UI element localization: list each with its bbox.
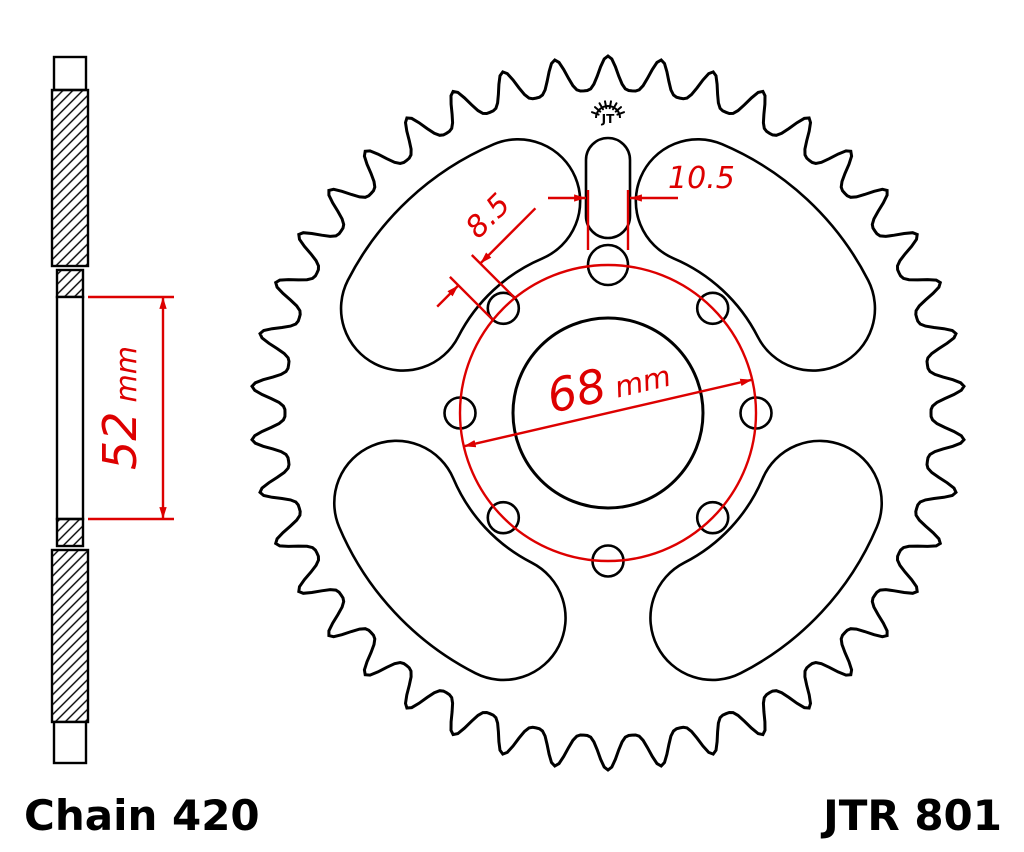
logo-text: JT <box>601 112 615 126</box>
side-tooth-top <box>52 55 88 92</box>
bolt-circle-red <box>458 263 758 563</box>
side-web-top-section <box>55 268 85 299</box>
chain-size-label: Chain 420 <box>24 791 260 840</box>
lightening-cutout <box>332 439 567 682</box>
lightening-cutout <box>649 439 884 682</box>
dim-68-value: 68 <box>542 358 611 424</box>
dim-85-arrow-b <box>479 207 537 265</box>
dim-52-label: 52 mm <box>93 346 147 470</box>
lightening-cutouts <box>332 137 884 682</box>
top-slot-cutout <box>584 136 632 240</box>
dim-52-value: 52 <box>93 411 147 470</box>
side-rim-top-section <box>50 88 90 268</box>
part-number-label: JTR 801 <box>820 791 1002 840</box>
dim-85-extension-a <box>449 276 494 321</box>
lightening-cutout <box>339 137 582 372</box>
dim-85-arrow-a <box>436 284 460 308</box>
sprocket-side-view: 52 mm <box>50 55 174 765</box>
logo-dome-icon <box>595 105 621 119</box>
side-hub-section <box>55 295 85 521</box>
jt-logo: JT <box>591 100 625 126</box>
sprocket-front-view: JT 68mm 10.5 8.5 <box>250 54 966 772</box>
logo-sun-rays-icon <box>591 100 625 116</box>
dim-52-unit: mm <box>109 346 143 403</box>
dim-68-line <box>463 378 753 448</box>
side-web-bottom-section <box>55 517 85 548</box>
dim-85-extension-b <box>470 254 516 299</box>
side-tooth-bottom <box>52 720 88 765</box>
dim-105-label: 10.5 <box>668 161 735 196</box>
side-rim-bottom-section <box>50 548 90 724</box>
lightening-cutout <box>634 137 877 372</box>
